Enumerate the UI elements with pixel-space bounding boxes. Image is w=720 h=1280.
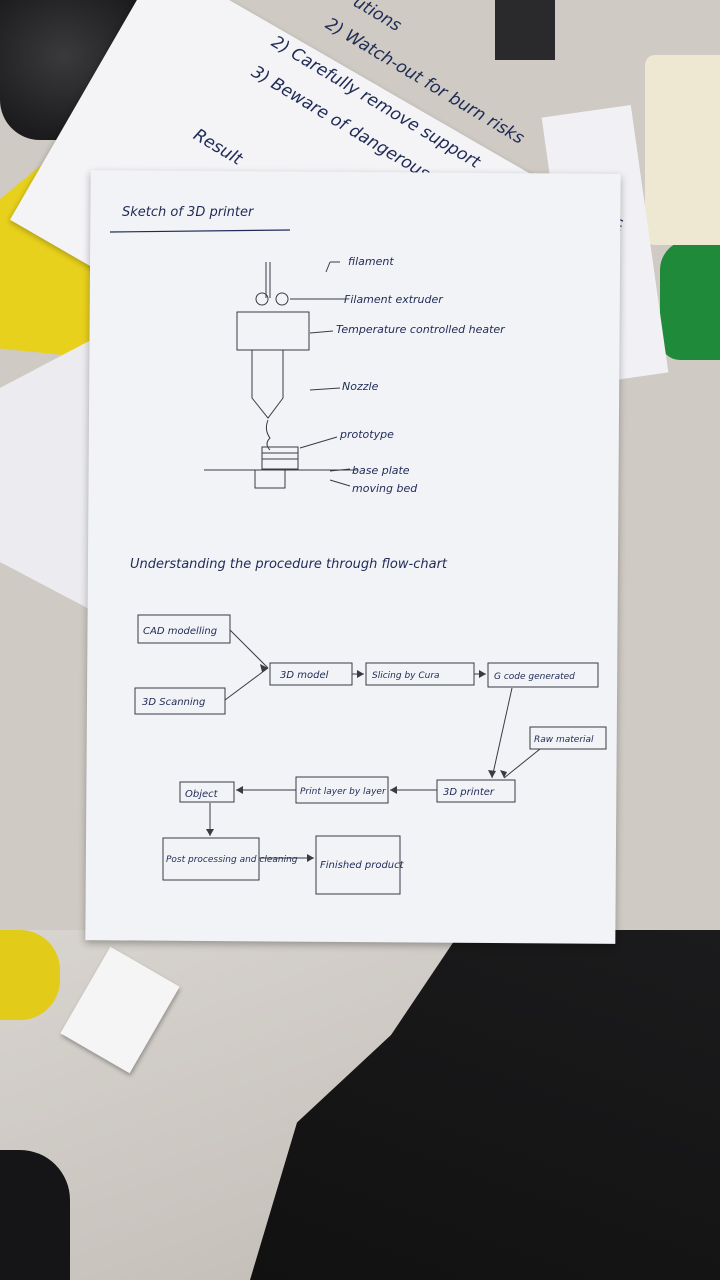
box-post-processing — [162, 837, 260, 881]
bed-support — [254, 469, 286, 489]
label-prototype: prototype — [339, 428, 394, 441]
box-cad — [137, 614, 231, 644]
box-scanning — [134, 687, 226, 715]
box-3d-printer — [436, 779, 516, 803]
label-heater: Temperature controlled heater — [336, 323, 506, 336]
flow-scanning: 3D Scanning — [142, 697, 205, 708]
heater-block — [236, 311, 310, 351]
green-printed-part — [660, 240, 720, 360]
box-object — [179, 781, 235, 803]
flow-print-layer: Print layer by layer — [300, 787, 387, 797]
nozzle — [251, 350, 284, 419]
box-raw-material — [529, 726, 607, 750]
flow-raw: Raw material — [534, 735, 594, 745]
label-nozzle: Nozzle — [342, 380, 379, 393]
label-moving-bed: moving bed — [352, 482, 418, 495]
box-gcode — [487, 662, 599, 688]
label-extruder: Filament extruder — [344, 293, 444, 306]
black-printed-part — [495, 0, 555, 60]
flow-object: Object — [185, 789, 219, 800]
extruded-filament — [265, 419, 271, 451]
flow-cad: CAD modelling — [143, 626, 217, 637]
flow-post: Post processing and cleaning — [166, 855, 298, 865]
flowchart-arrowheads — [206, 664, 507, 862]
extruder-gear-right — [275, 292, 289, 306]
title-underline — [109, 229, 291, 233]
prototype — [261, 446, 299, 470]
extruder-gear-left — [255, 292, 269, 306]
yellow-printed-part-bottom — [0, 930, 60, 1020]
label-base-plate: base plate — [352, 464, 410, 477]
flowchart-title: Understanding the procedure through flow… — [130, 557, 448, 572]
black-object — [0, 1150, 70, 1280]
sketch-title: Sketch of 3D printer — [122, 205, 255, 220]
flow-model: 3D model — [280, 670, 329, 681]
flowchart-shapes — [134, 614, 607, 895]
label-filament: filament — [348, 255, 394, 268]
printer-sketch — [204, 261, 358, 489]
flow-gcode: G code generated — [494, 672, 575, 682]
flow-slicing: Slicing by Cura — [372, 671, 440, 681]
flow-finished: Finished product — [320, 860, 405, 871]
beige-printed-part — [645, 55, 720, 245]
flow-printer: 3D printer — [443, 787, 495, 798]
box-finished — [315, 835, 401, 895]
